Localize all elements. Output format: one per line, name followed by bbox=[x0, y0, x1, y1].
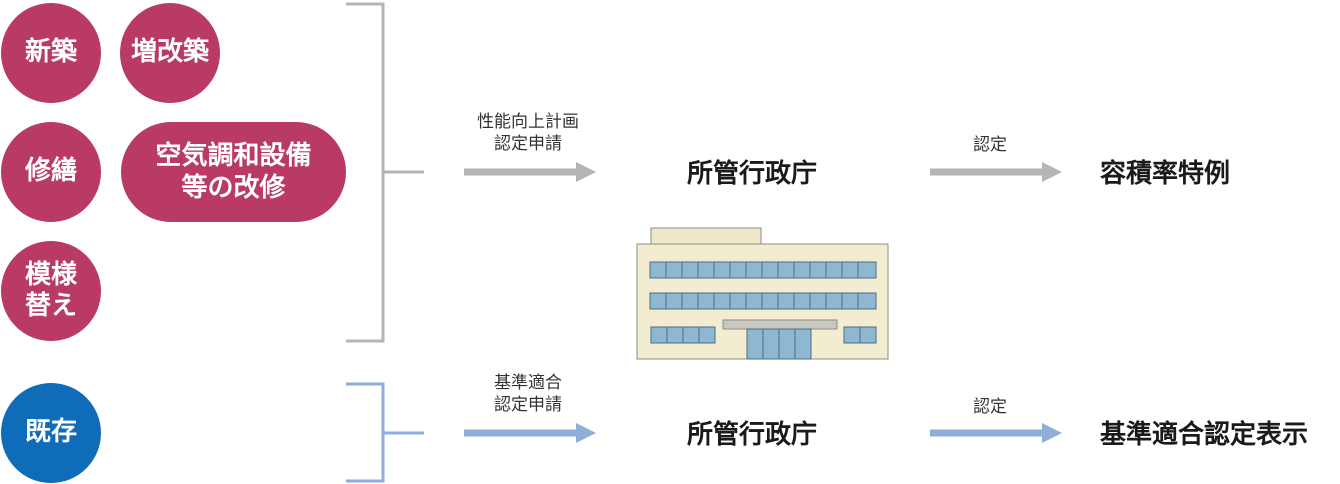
bottom-result: 基準適合認定表示 bbox=[1100, 420, 1309, 450]
category-hvac: 空気調和設備 等の改修 bbox=[121, 122, 346, 222]
top-result: 容積率特例 bbox=[1100, 159, 1231, 189]
category-extension: 増改築 bbox=[120, 3, 220, 103]
bottom-request-line2: 認定申請 bbox=[494, 395, 562, 416]
bottom-result-label: 認定 bbox=[973, 397, 1007, 417]
category-remodel-line1: 模様 bbox=[24, 259, 77, 290]
category-new-label: 新築 bbox=[24, 37, 77, 68]
top-result-arrow bbox=[930, 162, 1062, 182]
top-request-line2: 認定申請 bbox=[494, 134, 562, 155]
category-hvac-line1: 空気調和設備 bbox=[155, 140, 312, 171]
category-remodel-line2: 替え bbox=[24, 291, 77, 321]
gray-bracket bbox=[346, 2, 424, 343]
top-authority: 所管行政庁 bbox=[687, 159, 818, 189]
top-request-label: 性能向上計画 認定申請 bbox=[448, 111, 608, 155]
bottom-authority: 所管行政庁 bbox=[687, 420, 818, 450]
government-building-icon bbox=[636, 227, 889, 360]
bottom-result-arrow bbox=[930, 423, 1062, 443]
top-result-label: 認定 bbox=[973, 135, 1007, 155]
bottom-request-line1: 基準適合 bbox=[494, 373, 562, 393]
category-existing-label: 既存 bbox=[24, 417, 77, 448]
bottom-request-arrow bbox=[464, 423, 596, 443]
top-request-arrow bbox=[464, 162, 596, 182]
category-repair-label: 修繕 bbox=[24, 156, 77, 187]
top-request-line1: 性能向上計画 bbox=[477, 112, 579, 132]
category-extension-label: 増改築 bbox=[130, 37, 209, 68]
blue-bracket bbox=[346, 382, 424, 483]
category-new: 新築 bbox=[1, 3, 101, 103]
category-remodel: 模様 替え bbox=[1, 241, 101, 341]
category-repair: 修繕 bbox=[1, 122, 101, 222]
bottom-request-label: 基準適合 認定申請 bbox=[448, 372, 608, 416]
category-existing: 既存 bbox=[1, 383, 101, 483]
category-hvac-line2: 等の改修 bbox=[181, 173, 286, 203]
